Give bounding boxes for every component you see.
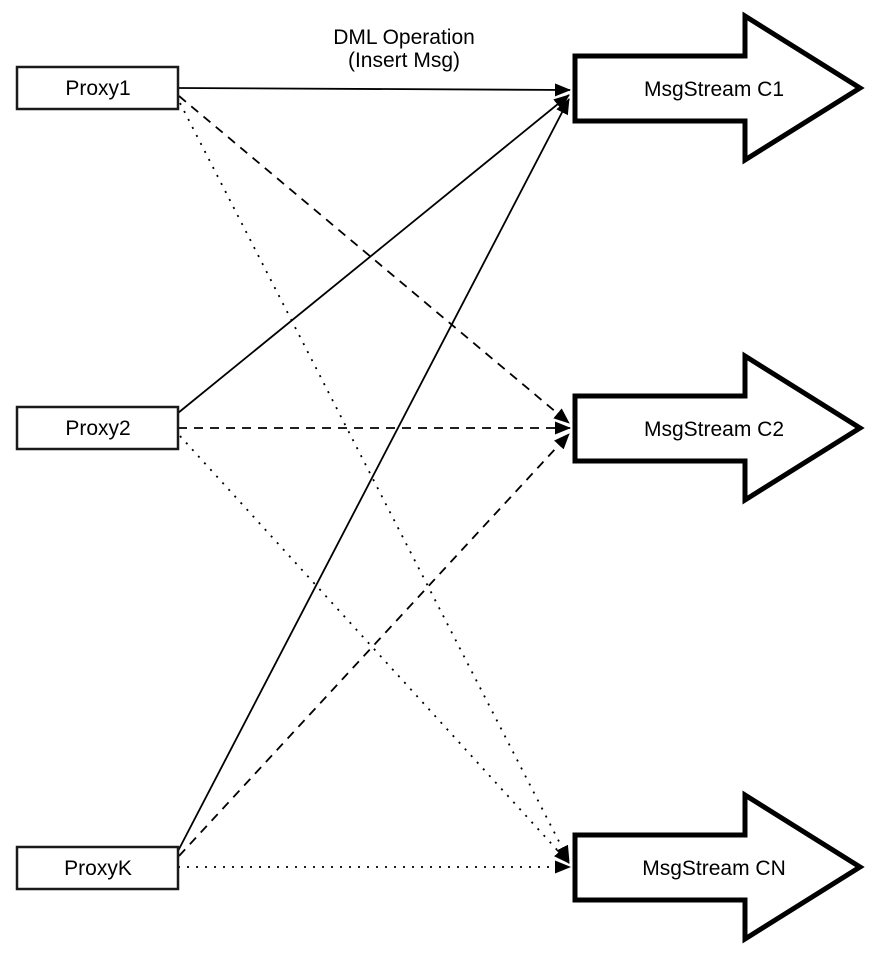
node-proxy2-box xyxy=(15,405,180,451)
title-line-2: (Insert Msg) xyxy=(348,49,460,72)
edge-proxyk-c2-dashed xyxy=(178,433,570,857)
stream-c2-label: MsgStream C2 xyxy=(644,418,784,441)
edge-proxy2-c1-solid xyxy=(177,94,570,414)
stream-c2-arrow-shape xyxy=(572,351,865,505)
node-proxyk-box xyxy=(15,845,180,891)
edge-proxy1-c2-dashed xyxy=(178,95,570,424)
stream-cn-label: MsgStream CN xyxy=(642,857,786,880)
node-proxy2-label: Proxy2 xyxy=(65,417,130,440)
node-proxy1-box xyxy=(15,65,180,111)
stream-cn-arrow-shape xyxy=(572,790,865,944)
edge-proxy1-c1-solid xyxy=(177,83,571,97)
stream-c1-arrow-shape xyxy=(572,11,865,165)
edge-proxy2-cn-dotted xyxy=(179,435,570,864)
stream-c1-label: MsgStream C1 xyxy=(644,78,784,101)
edge-proxyk-c1-solid xyxy=(177,98,570,852)
edge-proxy1-cn-dotted xyxy=(179,102,570,862)
title-line-1: DML Operation xyxy=(333,26,475,49)
node-proxyk-label: ProxyK xyxy=(64,857,132,880)
node-proxy1-label: Proxy1 xyxy=(65,77,130,100)
